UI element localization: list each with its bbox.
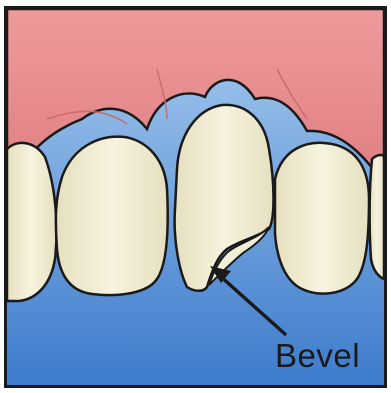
tooth-far-left	[7, 143, 57, 301]
teeth-illustration	[7, 9, 384, 385]
tooth-far-right	[370, 155, 384, 279]
tooth-left	[56, 137, 168, 295]
tooth-right	[275, 143, 369, 294]
illustration-frame: Bevel	[4, 6, 387, 388]
bevel-label: Bevel	[275, 337, 360, 375]
